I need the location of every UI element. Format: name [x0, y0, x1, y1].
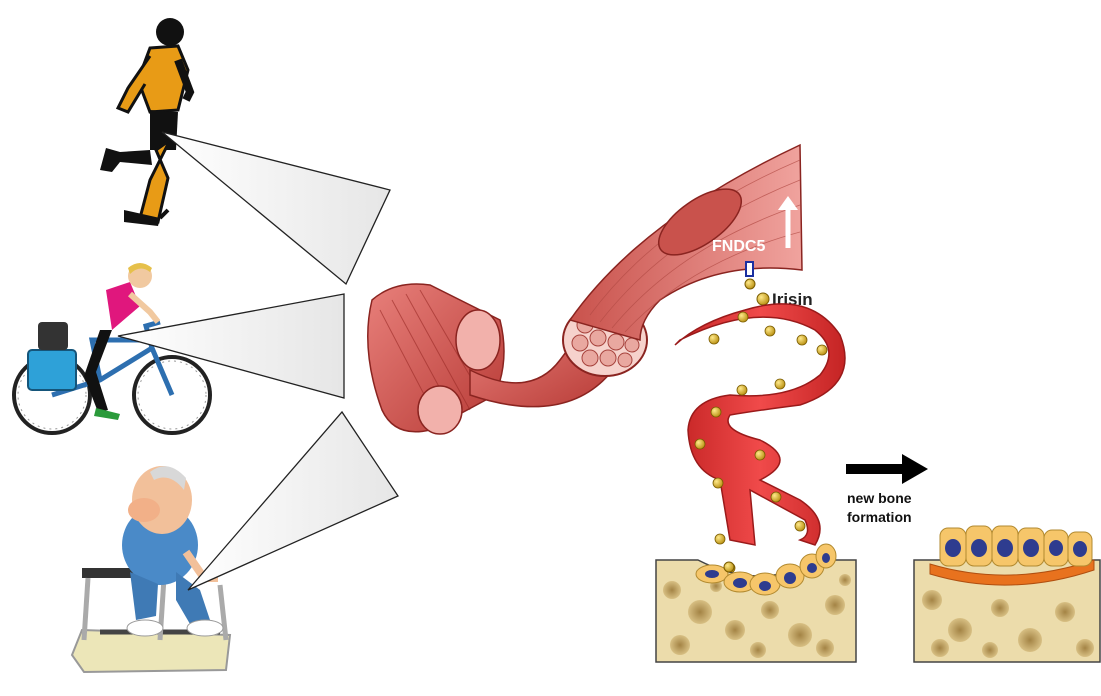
blood-vessel: [675, 304, 845, 573]
walker-cone: [188, 412, 398, 590]
new-bone-label-line1: new bone: [847, 490, 912, 506]
runner-cone: [162, 132, 390, 284]
right-arrow-icon: [846, 454, 928, 484]
new-bone-label-line2: formation: [847, 509, 912, 525]
irisin-particle: [757, 293, 769, 305]
runner-icon: [100, 18, 190, 226]
fndc5-label: FNDC5: [712, 238, 765, 255]
bone-panel-before: [656, 544, 856, 662]
bone-panel-after: [914, 526, 1100, 662]
fndc5-protein-icon: [745, 262, 755, 289]
fascicle-end-lower: [418, 386, 462, 434]
fascicle-end-upper: [456, 310, 500, 370]
